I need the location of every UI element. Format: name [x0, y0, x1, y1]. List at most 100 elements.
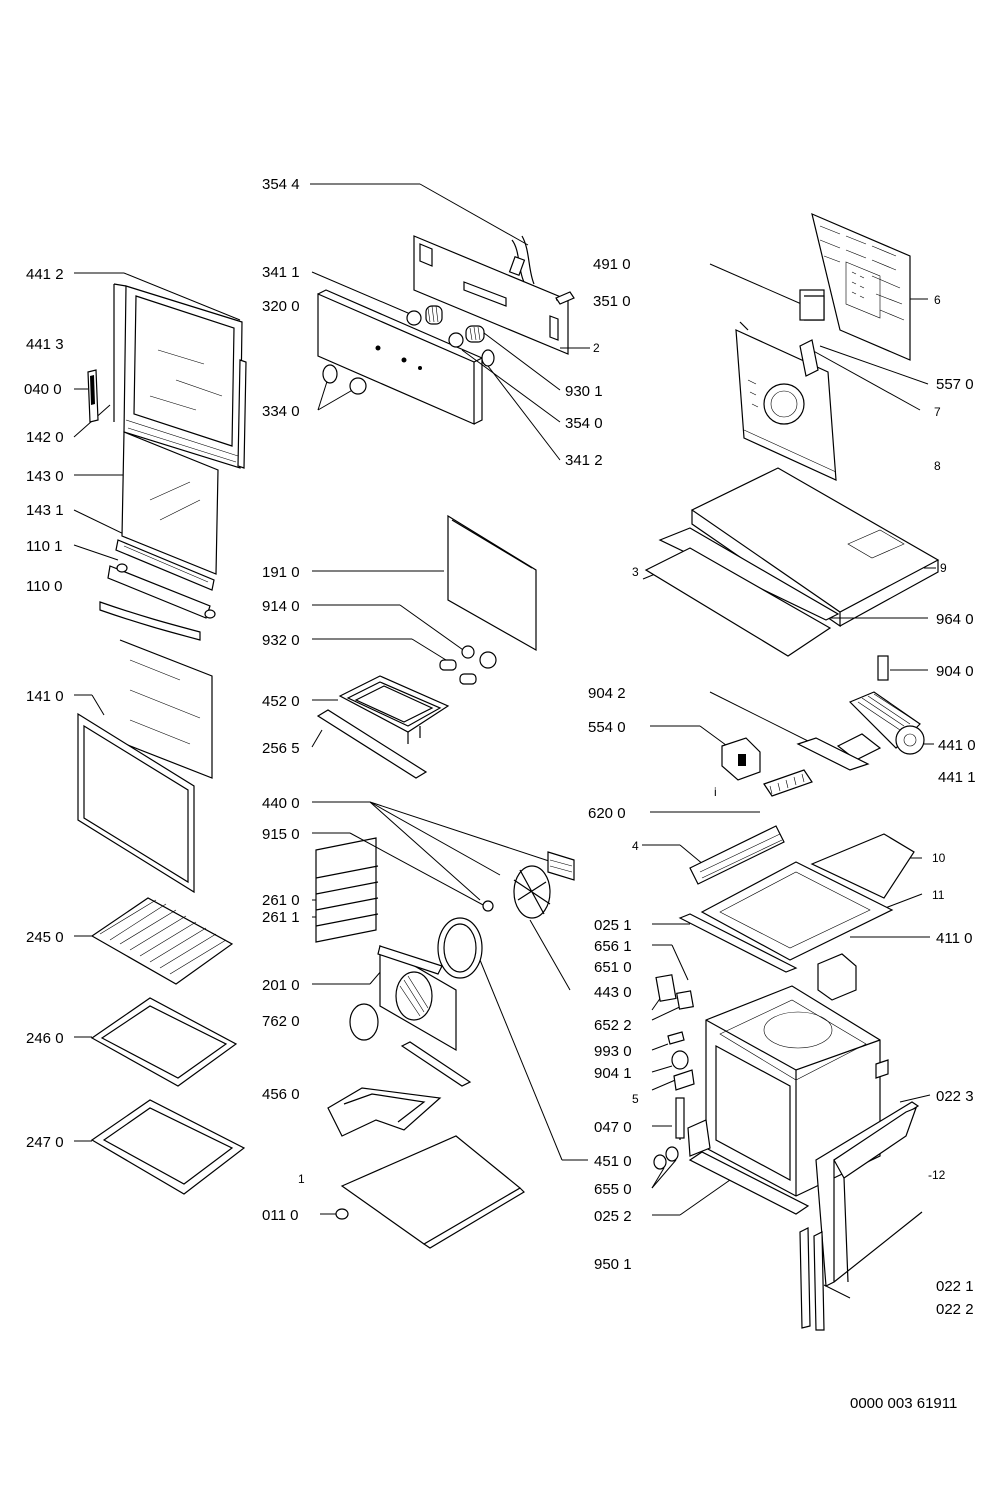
label-142-0: 142 0	[26, 429, 64, 446]
label-930-1: 930 1	[565, 383, 603, 400]
label-022-3: 022 3	[936, 1088, 974, 1105]
grill-element	[338, 675, 450, 744]
label-441-0: 441 0	[938, 737, 976, 754]
label-025-1: 025 1	[594, 917, 632, 934]
label-451-0: 451 0	[594, 1153, 632, 1170]
label-651-0: 651 0	[594, 959, 632, 976]
label-246-0: 246 0	[26, 1030, 64, 1047]
label-441-2: 441 2	[26, 266, 64, 283]
label-022-2: 022 2	[936, 1301, 974, 1318]
label-904-1: 904 1	[594, 1065, 632, 1082]
circular-element	[437, 917, 483, 979]
door-handle	[99, 601, 201, 641]
door-hinge	[87, 369, 99, 423]
label-932-0: 932 0	[262, 632, 300, 649]
label-554-0: 554 0	[588, 719, 626, 736]
label-9: 9	[940, 561, 947, 575]
glass-retainers	[107, 539, 216, 619]
element-fittings	[439, 645, 497, 685]
label-440-0: 440 0	[262, 795, 300, 812]
label-247-0: 247 0	[26, 1134, 64, 1151]
label-904-2: 904 2	[588, 685, 626, 702]
bracket-4	[689, 825, 785, 885]
label-557-0: 557 0	[936, 376, 974, 393]
document-number: 0000 003 61911	[850, 1395, 957, 1412]
label-914-0: 914 0	[262, 598, 300, 615]
terminal-block-620	[763, 769, 813, 797]
tangential-fan	[836, 655, 925, 761]
label-i: i	[714, 785, 717, 799]
label-491-0: 491 0	[593, 256, 631, 273]
grill-pan-strip	[316, 709, 428, 779]
switches-656-651	[655, 974, 694, 1010]
fan-housing	[735, 321, 837, 481]
label-762-0: 762 0	[262, 1013, 300, 1030]
label-964-0: 964 0	[936, 611, 974, 628]
drip-pan	[90, 1099, 246, 1195]
label-143-1: 143 1	[26, 502, 64, 519]
knobs	[322, 364, 367, 395]
fan-guard-panel	[377, 944, 457, 1052]
switch-knob-assemblies	[406, 291, 575, 367]
label-025-2: 025 2	[594, 1208, 632, 1225]
label-191-0: 191 0	[262, 564, 300, 581]
label-411-0: 411 0	[936, 930, 972, 947]
rail-025-2	[688, 1151, 810, 1215]
label-141-0: 141 0	[26, 688, 64, 705]
side-strips-950	[799, 1227, 825, 1331]
label-110-1: 110 1	[26, 538, 62, 555]
base-tray	[340, 1135, 525, 1249]
label-620-0: 620 0	[588, 805, 626, 822]
label-011-0: 011 0	[262, 1207, 298, 1224]
label-2: 2	[593, 341, 600, 355]
top-panel	[690, 467, 940, 628]
label-354-0: 354 0	[565, 415, 603, 432]
label-652-2: 652 2	[594, 1017, 632, 1034]
label-245-0: 245 0	[26, 929, 64, 946]
rail-025-1	[678, 913, 798, 973]
fascia-panel	[317, 289, 484, 425]
thermostat-554	[721, 737, 761, 781]
base-plate-11	[700, 861, 894, 961]
wire-shelf	[90, 897, 234, 985]
label-351-0: 351 0	[593, 293, 631, 310]
label-443-0: 443 0	[594, 984, 632, 1001]
label-354-4: 354 4	[262, 176, 300, 193]
label-7: 7	[934, 405, 941, 419]
label-040-0: 040 0	[24, 381, 62, 398]
baking-tray	[90, 997, 238, 1087]
label-261-1: 261 1	[262, 909, 300, 926]
label-441-1: 441 1	[938, 769, 976, 786]
door-frame-right	[815, 1101, 923, 1287]
fan-blade	[482, 851, 575, 919]
label-904-0: 904 0	[936, 663, 974, 680]
label-452-0: 452 0	[262, 693, 300, 710]
part-labels: 354 4 341 1 320 0 334 0 491 0 351 0 2 93…	[24, 176, 976, 1412]
panel-strip-964	[658, 527, 840, 621]
small-components	[653, 1031, 711, 1170]
insulation-sheet-3	[644, 547, 832, 657]
bottom-element	[327, 1041, 472, 1137]
label-456-0: 456 0	[262, 1086, 300, 1103]
inner-glass-143	[121, 431, 219, 575]
label-341-2: 341 2	[565, 452, 603, 469]
label-993-0: 993 0	[594, 1043, 632, 1060]
label-8: 8	[934, 459, 941, 473]
label-950-1: 950 1	[594, 1256, 632, 1273]
box-411	[817, 953, 857, 1001]
label-256-5: 256 5	[262, 740, 300, 757]
label-320-0: 320 0	[262, 298, 300, 315]
strip-904-2	[796, 737, 870, 771]
label-334-0: 334 0	[262, 403, 300, 420]
leader-lines	[73, 183, 936, 1299]
front-door-glass	[77, 712, 195, 894]
label-11: 11	[932, 888, 945, 902]
rear-panel	[799, 212, 911, 361]
label-5: 5	[632, 1092, 639, 1106]
label-261-0: 261 0	[262, 892, 300, 909]
label-655-0: 655 0	[594, 1181, 632, 1198]
label-201-0: 201 0	[262, 977, 300, 994]
side-rails	[315, 837, 379, 943]
label-441-3: 441 3	[26, 336, 64, 353]
